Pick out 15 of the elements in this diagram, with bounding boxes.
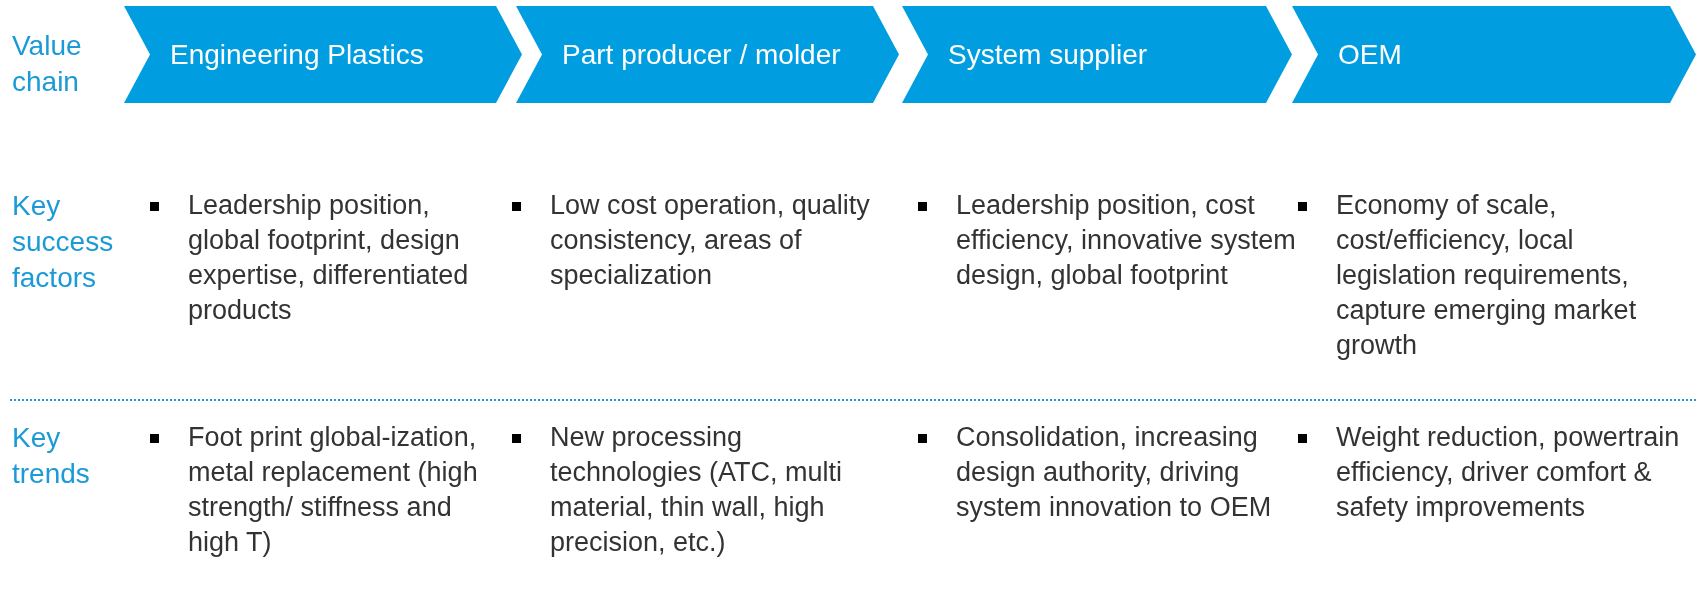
bullet-text: Foot print global-ization, metal replacement (high strength/ stiffness and high T) (188, 421, 479, 559)
bullet-text: Economy of scale, cost/efficiency, local legislation requirements, capture emerging market growth (1336, 189, 1638, 362)
bullet-text: Leadership position, global footprint, design expertise, differentiated products (188, 189, 470, 327)
stage-name: Engineering Plastics (170, 38, 425, 71)
row-heading: Value chain (12, 29, 83, 99)
bullet-text: Leadership position, cost efficiency, innovative system design, global footprint (956, 189, 1296, 292)
row-heading: Key trends (12, 421, 91, 491)
row-heading: Key success factors (12, 189, 115, 295)
stage-name: Part producer / molder (562, 38, 842, 71)
bullet-text: New processing technologies (ATC, multi material, thin wall, high precision, etc.) (550, 421, 844, 559)
stage-name: OEM (1338, 38, 1403, 71)
bullet-text: Low cost operation, quality consistency, areas of specialization (550, 189, 871, 292)
bullet-text: Weight reduction, powertrain efficiency, driver comfort & safety improvements (1336, 421, 1681, 524)
stage-name: System supplier (948, 38, 1149, 71)
bullet-text: Consolidation, increasing design authority, driving system innovation to OEM (956, 421, 1273, 524)
